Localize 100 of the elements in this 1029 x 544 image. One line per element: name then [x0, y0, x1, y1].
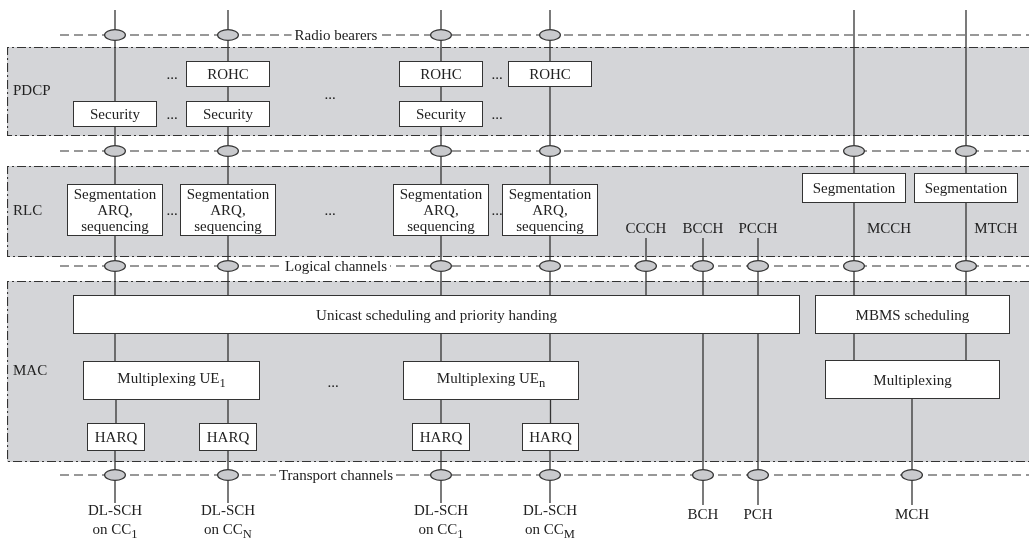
- line-label: Logical channels: [282, 258, 390, 274]
- process-box: Segmentation ARQ, sequencing: [502, 184, 598, 236]
- connector-line: [440, 126, 442, 146]
- connector-line: [114, 235, 116, 261]
- ellipse-marker: [843, 145, 865, 157]
- connector-line: [965, 271, 967, 296]
- process-box: Security: [399, 101, 483, 127]
- connector-line: [227, 9, 229, 30]
- ellipsis: ...: [324, 202, 336, 218]
- connector-line: [114, 480, 116, 504]
- connector-line: [853, 271, 855, 296]
- connector-line: [440, 40, 442, 62]
- ellipse-marker: [901, 469, 923, 481]
- connector-line: [757, 480, 759, 506]
- ellipse-marker: [747, 469, 769, 481]
- process-box: HARQ: [522, 423, 579, 451]
- connector-line: [911, 480, 913, 506]
- layer-band: [7, 281, 1029, 462]
- connector-line: [645, 271, 647, 296]
- process-box: ROHC: [399, 61, 483, 87]
- layer-label: RLC: [13, 201, 43, 219]
- process-box: MBMS scheduling: [815, 295, 1010, 334]
- connector-line: [757, 333, 759, 470]
- connector-line: [227, 399, 229, 424]
- ellipse-marker: [217, 145, 239, 157]
- connector-line: [115, 399, 117, 424]
- connector-line: [227, 126, 229, 146]
- ellipse-marker: [955, 260, 977, 272]
- ellipsis: ...: [491, 66, 503, 82]
- connector-line: [114, 126, 116, 146]
- process-box: ROHC: [508, 61, 592, 87]
- ellipse-marker: [539, 469, 561, 481]
- connector-line: [114, 333, 116, 362]
- process-box: Segmentation ARQ, sequencing: [180, 184, 276, 236]
- connector-line: [227, 333, 229, 362]
- channel-label: DL-SCH on CC$_{1}$: [412, 503, 470, 541]
- connector-line: [440, 156, 442, 185]
- ellipse-marker: [217, 29, 239, 41]
- ellipse-marker: [104, 469, 126, 481]
- connector-line: [853, 9, 855, 146]
- channel-label: BCH: [678, 505, 728, 524]
- connector-line: [227, 450, 229, 470]
- process-box: Segmentation: [914, 173, 1018, 203]
- connector-line: [114, 40, 116, 102]
- connector-line: [440, 235, 442, 261]
- ellipse-marker: [539, 260, 561, 272]
- connector-line: [853, 202, 855, 261]
- process-box: Multiplexing UE$_{1}$: [83, 361, 260, 400]
- ellipse-marker: [217, 469, 239, 481]
- connector-line: [965, 156, 967, 174]
- connector-line: [440, 450, 442, 470]
- process-box: Multiplexing: [825, 360, 1000, 399]
- channel-label: MCCH: [866, 220, 912, 236]
- connector-line: [114, 156, 116, 185]
- ellipsis: ...: [166, 106, 178, 122]
- connector-line: [702, 237, 704, 261]
- connector-line: [227, 235, 229, 261]
- ellipse-marker: [104, 145, 126, 157]
- connector-line: [227, 480, 229, 504]
- connector-line: [227, 271, 229, 296]
- connector-line: [114, 271, 116, 296]
- ellipse-marker: [635, 260, 657, 272]
- connector-line: [114, 9, 116, 30]
- channel-label: PCH: [733, 505, 783, 524]
- connector-line: [911, 398, 913, 470]
- channel-label: CCCH: [621, 219, 671, 238]
- connector-line: [853, 333, 855, 361]
- connector-line: [645, 237, 647, 261]
- ellipsis: ...: [166, 66, 178, 82]
- ellipse-marker: [955, 145, 977, 157]
- process-box: Segmentation ARQ, sequencing: [393, 184, 489, 236]
- process-box: HARQ: [412, 423, 470, 451]
- ellipsis: ...: [324, 86, 336, 102]
- connector-line: [965, 9, 967, 146]
- line-label: Transport channels: [276, 467, 396, 483]
- connector-line: [549, 9, 551, 30]
- ellipse-marker: [217, 260, 239, 272]
- connector-line: [702, 480, 704, 506]
- connector-line: [549, 235, 551, 261]
- ellipse-marker: [430, 29, 452, 41]
- connector-line: [227, 86, 229, 102]
- connector-line: [757, 271, 759, 296]
- connector-line: [114, 450, 116, 470]
- ellipsis: ...: [491, 106, 503, 122]
- connector-line: [549, 40, 551, 62]
- channel-label: DL-SCH on CC$_{M}$: [521, 503, 579, 541]
- ellipsis: ...: [327, 374, 339, 390]
- ellipse-marker: [539, 29, 561, 41]
- channel-label: DL-SCH on CC$_{1}$: [86, 503, 144, 541]
- connector-line: [549, 399, 552, 424]
- connector-line: [440, 480, 442, 504]
- connector-line: [702, 271, 704, 296]
- connector-line: [440, 9, 442, 30]
- ellipse-marker: [430, 260, 452, 272]
- process-box: Security: [186, 101, 270, 127]
- process-box: Security: [73, 101, 157, 127]
- ellipse-marker: [843, 260, 865, 272]
- layer-label: MAC: [13, 361, 48, 379]
- ellipse-marker: [430, 469, 452, 481]
- connector-line: [549, 271, 551, 296]
